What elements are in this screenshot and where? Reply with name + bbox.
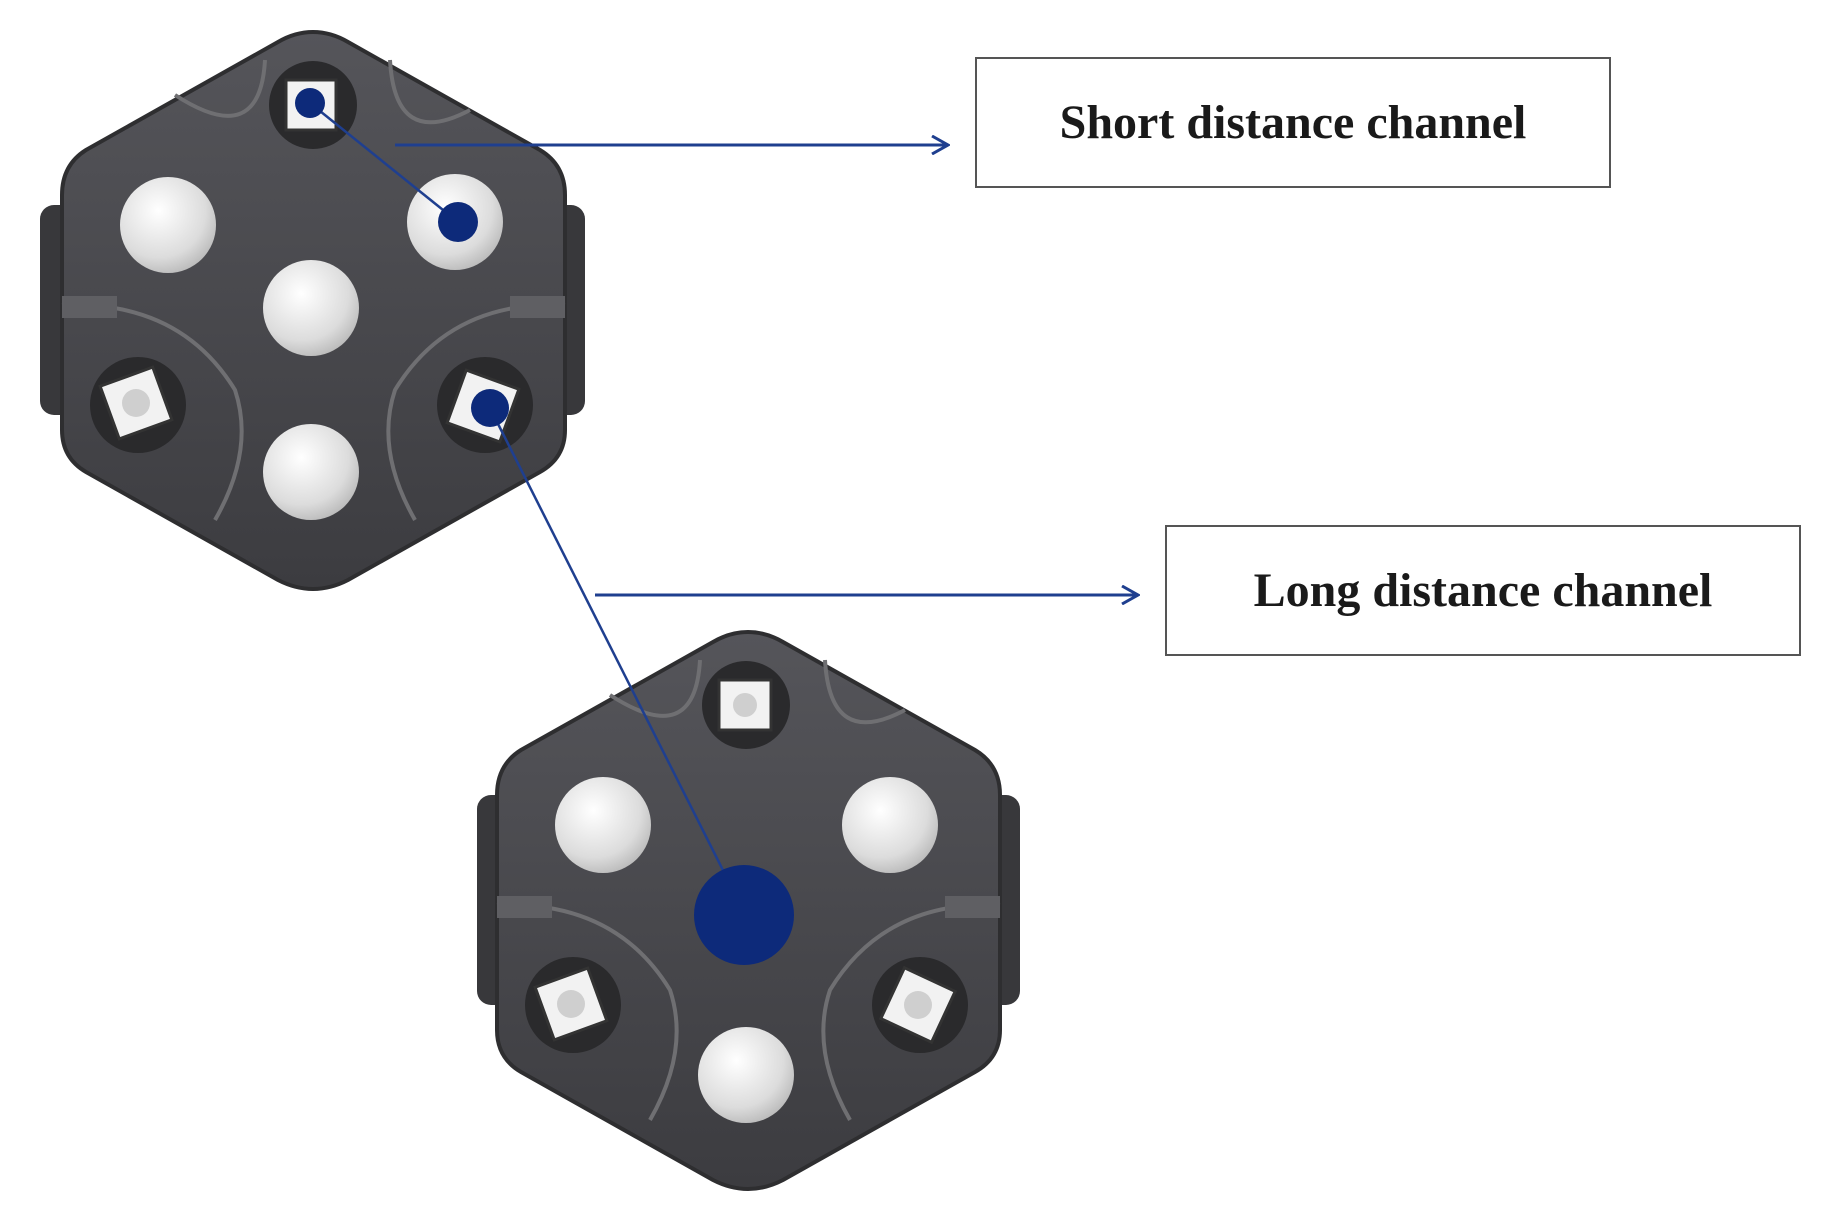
probe-bottom-groove-right — [821, 902, 1001, 1121]
long-distance-channel-label: Long distance channel — [1165, 525, 1801, 656]
probe-top-electrode-upper-left — [120, 177, 216, 273]
probe-top-groove-left — [61, 302, 244, 521]
probe-bottom-electrode-upper-left — [555, 777, 651, 873]
probe-bottom-groove-left — [496, 902, 679, 1121]
long-channel-source-dot-icon — [471, 389, 509, 427]
probe-top-groove-upper — [173, 59, 471, 125]
probe-top-electrode-center — [263, 260, 359, 356]
probe-bottom-electrode-lower — [698, 1027, 794, 1123]
probe-bottom-left-notch — [497, 896, 552, 918]
probe-bottom-optode-top — [702, 661, 790, 749]
probe-top — [40, 29, 585, 591]
probe-top-right-notch — [510, 296, 565, 318]
probe-top-left-notch — [62, 296, 117, 318]
probe-top-electrode-lower — [263, 424, 359, 520]
probe-bottom-optode-right — [872, 957, 968, 1053]
short-distance-channel-label: Short distance channel — [975, 57, 1611, 188]
probe-bottom-optode-left — [525, 957, 621, 1053]
probe-top-groove-right — [386, 302, 566, 521]
short-distance-channel-text: Short distance channel — [1059, 96, 1527, 149]
short-channel-source-dot-icon — [295, 88, 325, 118]
short-channel-detector-dot-icon — [438, 202, 478, 242]
probe-bottom-electrode-upper-right — [842, 777, 938, 873]
probe-bottom-right-notch — [945, 896, 1000, 918]
long-distance-channel-text: Long distance channel — [1253, 564, 1713, 617]
short-channel-line — [309, 102, 459, 223]
long-channel-line — [488, 407, 740, 901]
long-channel-detector-dot-icon — [694, 865, 794, 965]
probe-bottom-groove-upper — [608, 659, 906, 725]
probe-top-optode-left — [90, 357, 186, 453]
